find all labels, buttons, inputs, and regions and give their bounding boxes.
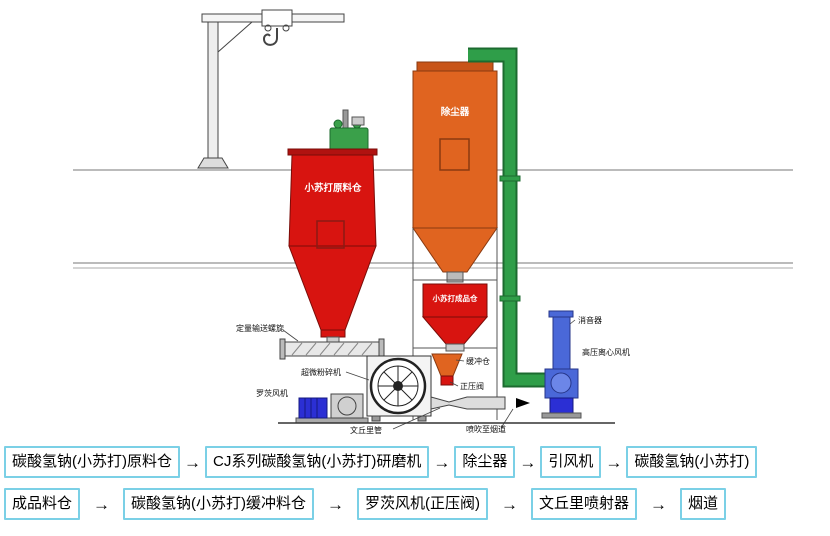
flow-box-grinding-machine: CJ系列碳酸氢钠(小苏打)研磨机: [205, 446, 430, 478]
product-silo: 小苏打成品仓: [421, 283, 489, 352]
equipment-diagram: 小苏打原料仓 除尘器: [73, 9, 793, 435]
venturi-tube: [430, 396, 506, 410]
buffer-hopper: [431, 353, 463, 386]
label-roots-blower: 罗茨风机: [256, 388, 288, 398]
label-buffer-bin: 缓冲仓: [466, 356, 490, 366]
flowchart: 碳酸氢钠(小苏打)原料仓 → CJ系列碳酸氢钠(小苏打)研磨机 → 除尘器 → …: [0, 446, 826, 530]
fan-motor: [549, 397, 574, 414]
flowchart-row-1: 碳酸氢钠(小苏打)原料仓 → CJ系列碳酸氢钠(小苏打)研磨机 → 除尘器 → …: [4, 446, 826, 478]
flow-box-sodium-bicarbonate: 碳酸氢钠(小苏打): [626, 446, 758, 478]
label-blow-to-flue: 喷吹至烟道: [466, 424, 506, 434]
flowchart-row-2: 成品料仓 → 碳酸氢钠(小苏打)缓冲料仓 → 罗茨风机(正压阀) → 文丘里喷射…: [4, 488, 826, 520]
flow-arrow-icon: →: [605, 452, 623, 472]
flow-arrow-icon: →: [650, 494, 668, 514]
grinder: [366, 355, 432, 422]
silencer: [548, 310, 574, 370]
crane-hook-icon: [262, 28, 278, 46]
label-silencer: 消音器: [578, 315, 602, 325]
flow-arrow-icon: →: [519, 452, 537, 472]
label-venturi-tube: 文丘里管: [350, 425, 382, 435]
label-grinder: 超微粉碎机: [301, 367, 341, 377]
flow-arrow-icon: →: [93, 494, 111, 514]
centrifugal-fan: [541, 368, 582, 419]
flow-arrow-icon: →: [433, 452, 451, 472]
flow-box-raw-material-silo: 碳酸氢钠(小苏打)原料仓: [4, 446, 180, 478]
label-raw-silo: 小苏打原料仓: [303, 182, 362, 194]
silo-top-feeder: [329, 127, 369, 152]
equipment-diagram-svg: 小苏打原料仓 除尘器: [73, 9, 793, 435]
flow-arrow-icon: →: [501, 494, 519, 514]
label-screw-conveyor: 定量输送螺旋: [236, 323, 284, 333]
crane-hoist: [197, 9, 345, 169]
air-duct-pipe: [468, 47, 546, 388]
flow-box-finished-product-silo: 成品料仓: [4, 488, 81, 520]
blower-motor: [298, 397, 328, 419]
screw-conveyor: [279, 336, 385, 360]
label-product-silo: 小苏打成品仓: [433, 293, 478, 303]
raw-material-silo: 小苏打原料仓: [287, 109, 378, 338]
flow-box-venturi-injector: 文丘里喷射器: [531, 488, 638, 520]
pressure-valve: [440, 375, 454, 386]
label-dust-collector: 除尘器: [441, 106, 470, 118]
flow-box-roots-blower: 罗茨风机(正压阀): [357, 488, 489, 520]
flow-box-flue: 烟道: [680, 488, 727, 520]
flow-box-dust-collector: 除尘器: [454, 446, 516, 478]
dust-collector: 除尘器: [412, 61, 498, 283]
label-hp-centrifugal-fan: 高压离心风机: [582, 347, 630, 357]
flow-arrow-icon: →: [327, 494, 345, 514]
roots-blower: [295, 393, 369, 424]
flow-box-buffer-silo: 碳酸氢钠(小苏打)缓冲料仓: [123, 488, 315, 520]
label-positive-pressure-valve: 正压阀: [460, 382, 484, 391]
flow-arrow-icon: →: [184, 452, 201, 472]
hoist-trolley: [261, 9, 293, 27]
flue-direction-arrow-icon: [516, 398, 530, 408]
flow-box-induced-draft-fan: 引风机: [540, 446, 602, 478]
